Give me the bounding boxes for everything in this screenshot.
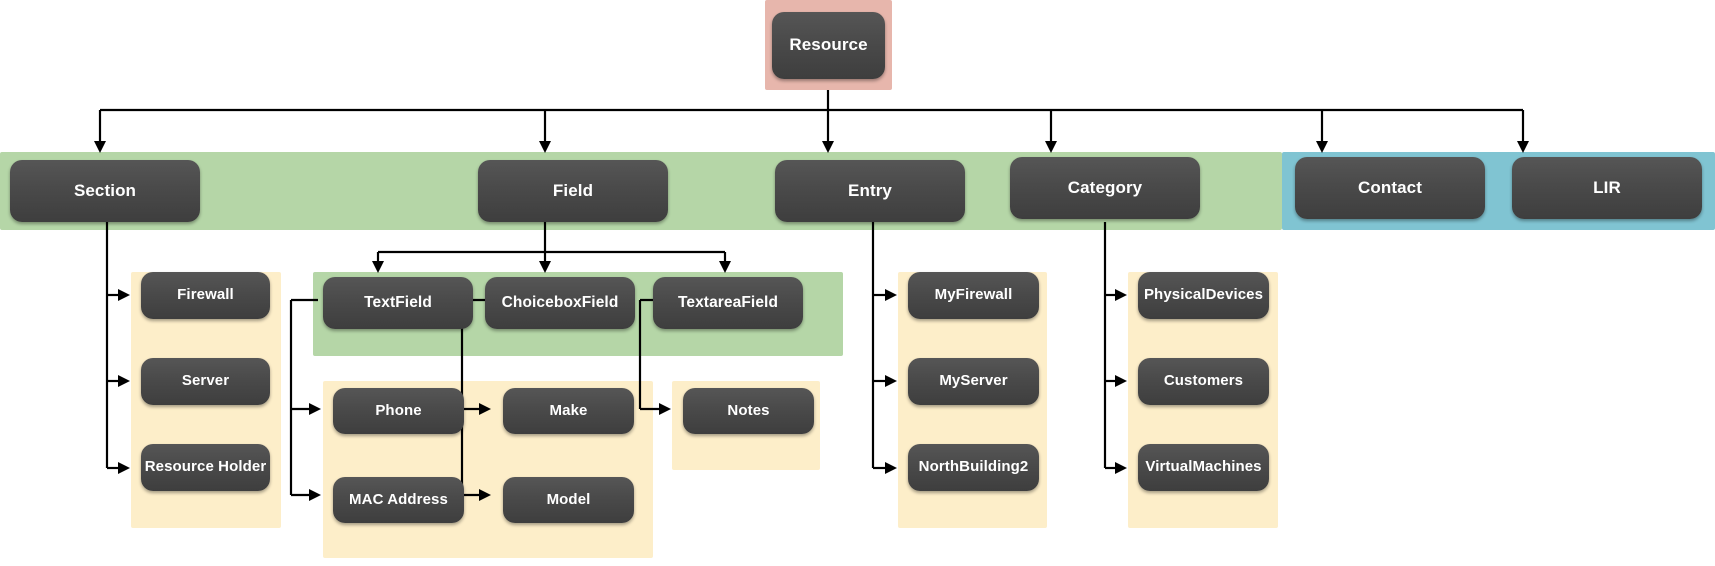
node-customers[interactable]: Customers — [1138, 358, 1269, 405]
node-model[interactable]: Model — [503, 477, 634, 523]
node-resource-holder[interactable]: Resource Holder — [141, 444, 270, 491]
node-contact[interactable]: Contact — [1295, 157, 1485, 219]
node-myserver[interactable]: MyServer — [908, 358, 1039, 405]
node-textareafield[interactable]: TextareaField — [653, 277, 803, 329]
node-entry[interactable]: Entry — [775, 160, 965, 222]
node-firewall[interactable]: Firewall — [141, 272, 270, 319]
node-choiceboxfield[interactable]: ChoiceboxField — [485, 277, 635, 329]
node-northbuilding2[interactable]: NorthBuilding2 — [908, 444, 1039, 491]
node-myfirewall[interactable]: MyFirewall — [908, 272, 1039, 319]
node-server[interactable]: Server — [141, 358, 270, 405]
node-resource[interactable]: Resource — [772, 12, 885, 79]
node-lir[interactable]: LIR — [1512, 157, 1702, 219]
node-notes[interactable]: Notes — [683, 388, 814, 434]
node-mac-address[interactable]: MAC Address — [333, 477, 464, 523]
node-section[interactable]: Section — [10, 160, 200, 222]
node-field[interactable]: Field — [478, 160, 668, 222]
node-physicaldevices[interactable]: PhysicalDevices — [1138, 272, 1269, 319]
node-make[interactable]: Make — [503, 388, 634, 434]
node-phone[interactable]: Phone — [333, 388, 464, 434]
node-virtualmachines[interactable]: VirtualMachines — [1138, 444, 1269, 491]
node-textfield[interactable]: TextField — [323, 277, 473, 329]
node-category[interactable]: Category — [1010, 157, 1200, 219]
